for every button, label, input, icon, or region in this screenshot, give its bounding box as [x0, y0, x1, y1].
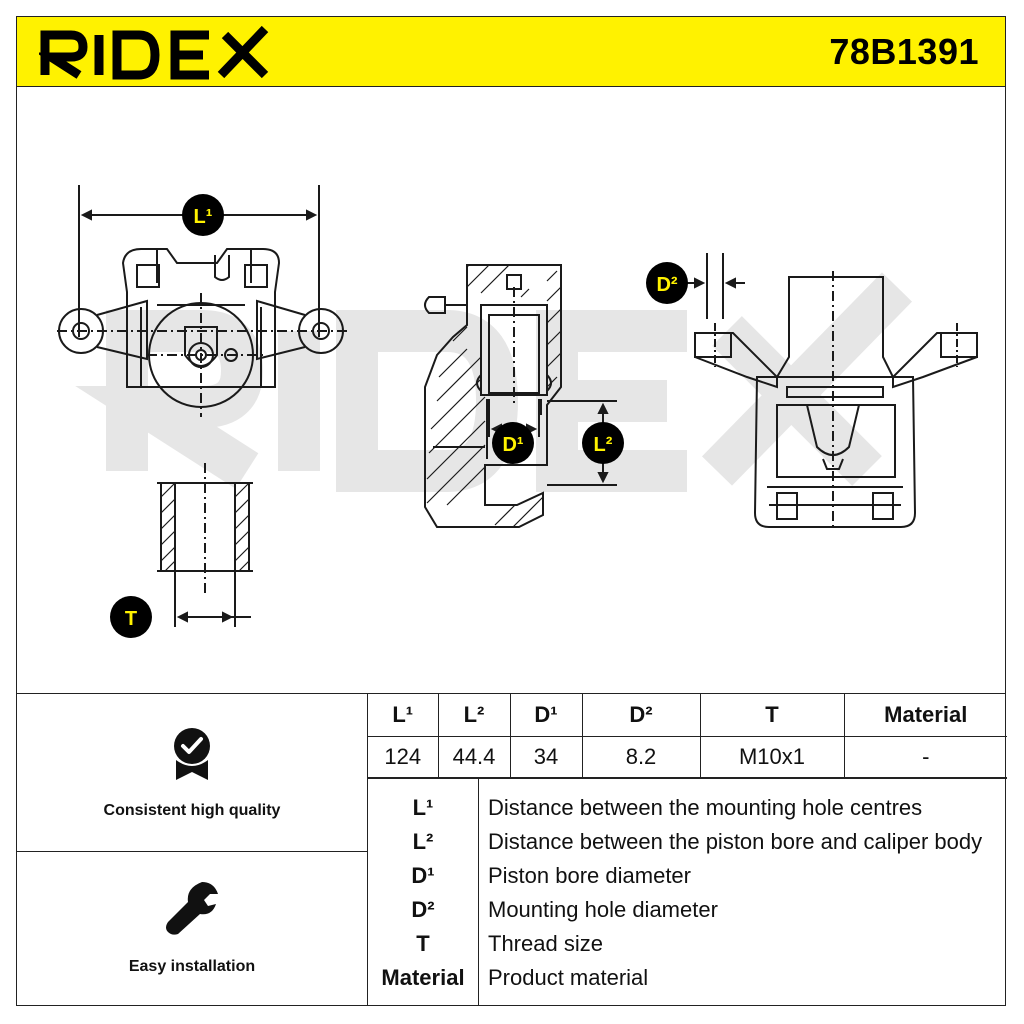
product-sheet: 78B1391: [16, 16, 1007, 1006]
header-bar: 78B1391: [17, 17, 1005, 87]
feature-installation: Easy installation: [17, 852, 368, 1006]
spec-value-t: M10x1: [699, 736, 845, 778]
legend-table: L¹ Distance between the mounting hole ce…: [368, 778, 1007, 1006]
quality-badge-icon: [174, 728, 210, 780]
spec-value-d1: 34: [509, 736, 583, 778]
legend-description: Thread size: [488, 931, 603, 956]
legend-symbol: D²: [411, 897, 435, 922]
spec-header-l1: L¹: [368, 694, 439, 737]
svg-text:D²: D²: [656, 274, 677, 296]
thread-detail-view: [157, 463, 253, 627]
callout-l2: L²: [582, 422, 624, 464]
wrench-icon: [166, 882, 218, 935]
spec-header-d1: D¹: [509, 694, 583, 737]
legend-divider: [478, 779, 479, 1006]
technical-drawing: L¹ T D¹ L² D²: [17, 87, 1005, 693]
legend-symbol: L²: [412, 829, 434, 854]
caliper-section-view: [424, 264, 617, 528]
legend-row: L¹ Distance between the mounting hole ce…: [368, 791, 1007, 825]
legend-row: L² Distance between the piston bore and …: [368, 825, 1007, 859]
spec-header-l2: L²: [437, 694, 511, 737]
feature-label-quality: Consistent high quality: [103, 802, 281, 819]
legend-description: Piston bore diameter: [488, 863, 691, 888]
feature-quality: Consistent high quality: [17, 694, 368, 852]
legend-symbol: Material: [381, 965, 465, 990]
spec-header-row: L¹ L² D¹ D² T Material: [368, 694, 1007, 737]
spec-header-t: T: [699, 694, 845, 737]
svg-text:T: T: [125, 608, 137, 630]
caliper-side-view: [687, 253, 978, 528]
legend-symbol: T: [416, 931, 430, 956]
legend-symbol: D¹: [411, 863, 435, 888]
callout-d1: D¹: [492, 422, 534, 464]
callout-t: T: [110, 596, 152, 638]
svg-text:L¹: L¹: [194, 206, 213, 228]
spec-header-d2: D²: [581, 694, 701, 737]
legend-description: Mounting hole diameter: [488, 897, 718, 922]
part-number: 78B1391: [829, 31, 979, 72]
spec-value-material: -: [843, 736, 1007, 778]
legend-row: D² Mounting hole diameter: [368, 893, 1007, 927]
legend-row: T Thread size: [368, 927, 1007, 961]
svg-text:L²: L²: [594, 434, 613, 456]
spec-value-l1: 124: [368, 736, 439, 778]
legend-description: Product material: [488, 965, 649, 990]
legend-row: Material Product material: [368, 961, 1007, 995]
spec-value-l2: 44.4: [437, 736, 511, 778]
svg-text:D¹: D¹: [502, 434, 523, 456]
callout-l1: L¹: [182, 194, 224, 236]
caliper-front-view: [57, 185, 347, 417]
spec-value-d2: 8.2: [581, 736, 701, 778]
callout-d2: D²: [646, 262, 688, 304]
legend-description: Distance between the mounting hole centr…: [488, 795, 923, 820]
ridex-logo: [39, 25, 269, 80]
feature-label-installation: Easy installation: [128, 958, 256, 975]
legend-row: D¹ Piston bore diameter: [368, 859, 1007, 893]
spec-table: L¹ L² D¹ D² T Material 124 44.4 34 8.2 M…: [368, 694, 1007, 778]
legend-symbol: L¹: [412, 795, 434, 820]
spec-header-material: Material: [843, 694, 1007, 737]
info-section: Consistent high quality Easy installatio…: [17, 693, 1007, 1006]
spec-value-row: 124 44.4 34 8.2 M10x1 -: [368, 736, 1007, 778]
legend-description: Distance between the piston bore and cal…: [488, 829, 983, 854]
